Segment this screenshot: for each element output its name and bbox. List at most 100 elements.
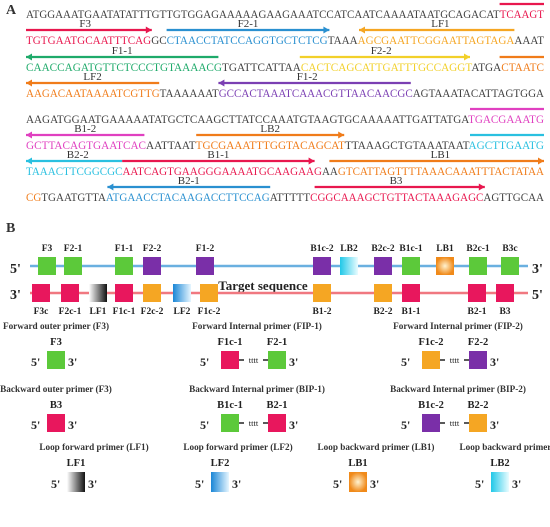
primer-5prime: 5': [31, 418, 40, 432]
sequence-line: TAAACTTCGGCGCAATCAGTGAAGGGAAAATGCAAGAAGA…: [26, 166, 544, 178]
primer-3prime: 3': [512, 477, 521, 491]
top-region-label: F2-2: [143, 244, 162, 254]
primer-box: [47, 351, 65, 369]
top-region-label: B3c: [502, 244, 517, 254]
linker-label: tttt: [450, 355, 460, 365]
top-region-box: [340, 257, 358, 275]
sequence-segment: ATGAACCTACAAGACCTTCCAG: [106, 192, 270, 204]
sequence-segment: CGGCAAAGCTGTTACTAAAGAGC: [310, 192, 483, 204]
primer-box: [422, 351, 440, 369]
sequence-segment: GTCATTAGTTTTAAACAAATTTACTATAA: [338, 166, 544, 178]
arrow-head-right: [338, 131, 345, 139]
arrow-head-left: [359, 26, 365, 34]
primer-label: LF2: [83, 71, 101, 83]
primer-part-label: LF2: [211, 458, 230, 469]
bottom-region-box: [374, 284, 392, 302]
bottom-region-label: F2c-1: [59, 307, 82, 317]
bottom-region-box: [32, 284, 50, 302]
primer-label: LB2: [260, 123, 280, 135]
sequence-segment: AGTTGCAA: [483, 192, 544, 204]
panel-b-label: B: [6, 221, 15, 236]
sequence-segment: AGCGAATTCGGAATTAGTAGA: [358, 35, 515, 47]
primer-5prime: 5': [475, 477, 484, 491]
top-region-box: [313, 257, 331, 275]
primer-box: [469, 351, 487, 369]
panel-a-label: A: [6, 3, 17, 18]
sequence-segment: CTAATC: [501, 62, 544, 74]
sequence-segment: TAAAAAAT: [160, 88, 219, 100]
arrow-head-right: [464, 53, 470, 61]
sequence-segment: AATCAGTGAAGGGAAAATGCAAGAAG: [122, 166, 322, 178]
primer-part-label: F3: [50, 337, 62, 348]
top-region-box: [115, 257, 133, 275]
bottom-region-label: B3: [499, 307, 510, 317]
primer-label: F3: [79, 18, 91, 30]
sequence-line: CAACCAGATGTTCTCCCTGTAAAACGTGATTCATTAACAC…: [26, 62, 544, 74]
sequence-segment: AA: [322, 166, 338, 178]
primer-5prime: 5': [200, 418, 209, 432]
top-region-box: [38, 257, 56, 275]
primer-box: [491, 472, 509, 492]
arrow-head-left: [26, 79, 32, 87]
sequence-segment: TCAAGT: [500, 9, 544, 21]
primer-title: Forward outer primer (F3): [3, 321, 109, 331]
arrow-head-left: [26, 53, 32, 61]
bottom-region-box: [496, 284, 514, 302]
primer-part-label: F2-1: [267, 337, 287, 348]
sequence-segment: CTAACCTATCCAGGTGCTCTCG: [167, 35, 328, 47]
primer-box: [268, 351, 286, 369]
bottom-3prime: 3': [10, 288, 21, 303]
sequence-segment: TGTGAATGCAATTTCAG: [26, 35, 151, 47]
primer-legend-item: Backward outer primer (F3)B35'3': [0, 384, 112, 432]
sequence-line: TGTGAATGCAATTTCAGGCCTAACCTATCCAGGTGCTCTC…: [26, 35, 544, 47]
arrow-head-left: [26, 157, 32, 165]
primer-part-label: B1c-2: [418, 400, 444, 411]
top-region-box: [501, 257, 519, 275]
primer-part-label: LB1: [348, 458, 367, 469]
top-region-label: LB1: [436, 244, 454, 254]
sequence-segment: ATGA: [471, 62, 501, 74]
primer-box: [47, 414, 65, 432]
primer-part-label: B3: [50, 400, 62, 411]
top-region-box: [64, 257, 82, 275]
arrow-head-right: [478, 183, 485, 191]
primer-box: [349, 472, 367, 492]
bottom-region-label: B1-2: [313, 307, 332, 317]
linker-label: tttt: [249, 418, 259, 428]
sequence-segment: AAAT: [514, 35, 544, 47]
primer-part-label: B2-1: [267, 400, 288, 411]
primer-part-label: F1c-1: [217, 337, 242, 348]
bottom-region-label: F1c-2: [198, 307, 221, 317]
sequence-segment: TGAATGTTA: [41, 192, 106, 204]
top-region-label: F1-2: [196, 244, 215, 254]
primer-box: [67, 472, 85, 492]
arrow-head-right: [538, 157, 544, 165]
sequence-segment: ATTTTT: [270, 192, 311, 204]
bottom-region-box: [468, 284, 486, 302]
primer-title: Forward Internal primer (FIP-2): [393, 321, 523, 331]
primer-label: B2-2: [67, 149, 89, 161]
bottom-region-box: [402, 284, 420, 302]
bottom-region-box: [143, 284, 161, 302]
primer-label: F2-2: [371, 45, 392, 57]
primer-box: [268, 414, 286, 432]
top-3prime: 3': [532, 262, 543, 277]
sequence-segment: TAAA: [328, 35, 358, 47]
sequence-segment: GCTTACAGTGAATCAC: [26, 140, 146, 152]
top-region-label: B2c-1: [466, 244, 489, 254]
primer-title: Backward Internal primer (BIP-2): [390, 384, 526, 394]
primer-label: LF1: [431, 18, 449, 30]
primer-3prime: 3': [232, 477, 241, 491]
sequence-segment: AAGATGGAATGAAAAATATGCTCAAGCTTATCCAAATGTA…: [26, 114, 469, 126]
top-region-label: B1c-2: [310, 244, 333, 254]
bottom-5prime: 5': [532, 288, 543, 303]
top-region-label: B1c-1: [399, 244, 422, 254]
top-region-label: LB2: [340, 244, 358, 254]
